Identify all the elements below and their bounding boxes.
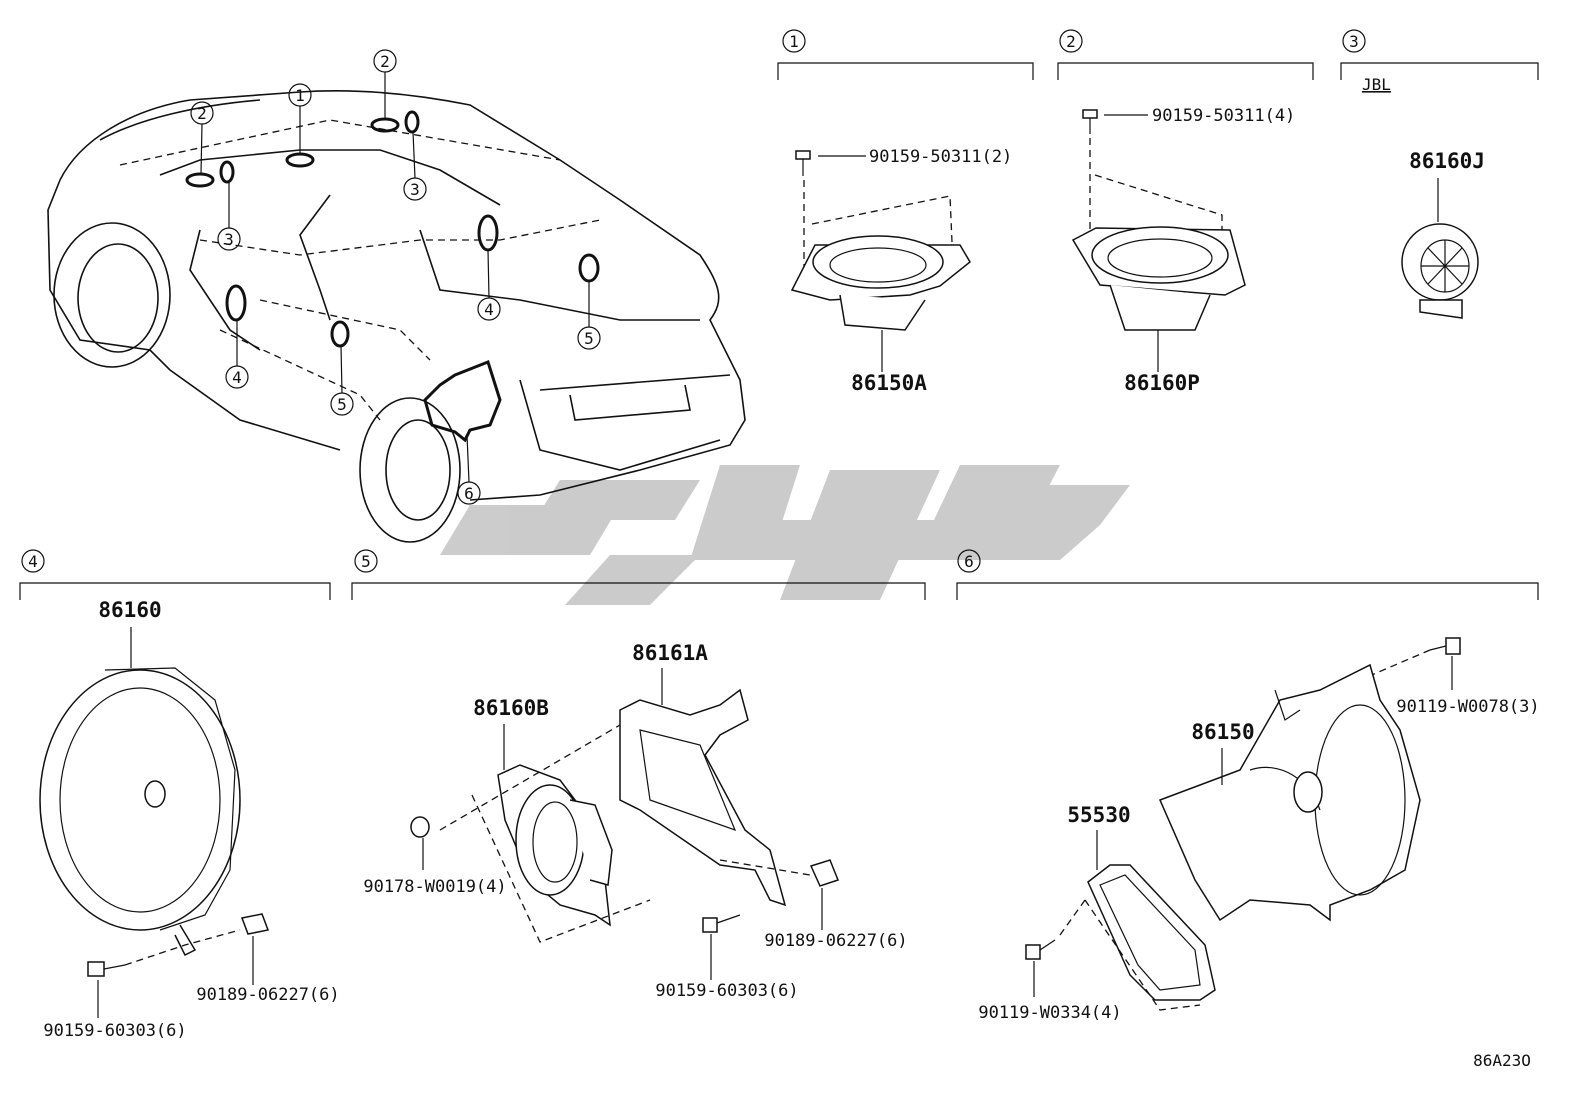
callout-4-car-b: 4 [232, 368, 242, 387]
part-86160P: 86160P [1124, 371, 1200, 395]
section-2: 2 90159-50311(4) 86160P [1057, 29, 1314, 395]
section-3: 3 JBL 86160J [1340, 29, 1539, 319]
section-5: 5 86160B 86161A 90178-W0019(4) 90159-603… [351, 549, 926, 1001]
s2-screw-label: 90159-50311(4) [1152, 106, 1295, 126]
s4-clip-label: 90189-06227(6) [196, 985, 339, 1005]
callout-4-car-a: 4 [484, 300, 494, 319]
s1-screw-label: 90159-50311(2) [869, 147, 1012, 167]
part-86161A: 86161A [632, 641, 708, 665]
s5-clip-label: 90189-06227(6) [764, 931, 907, 951]
section-5-callout: 5 [361, 552, 371, 571]
part-86160: 86160 [98, 598, 161, 622]
brand-label-jbl: JBL [1362, 75, 1391, 94]
part-86160J: 86160J [1409, 149, 1485, 173]
car-callouts: 1 2 2 3 3 4 4 5 5 6 [190, 49, 601, 505]
section-6-callout: 6 [964, 552, 974, 571]
callout-5-car-a: 5 [584, 329, 594, 348]
figure-code: 86A23O [1473, 1051, 1531, 1070]
section-4-callout: 4 [28, 552, 38, 571]
callout-5-car-b: 5 [337, 395, 347, 414]
s5-nut-label: 90178-W0019(4) [363, 877, 506, 897]
callout-3-car-b: 3 [410, 180, 420, 199]
vehicle-illustration [47, 72, 746, 543]
section-4: 4 86160 90159-60303(6) 90189-06227(6) [19, 549, 340, 1041]
callout-1-car: 1 [295, 86, 305, 105]
section-1: 1 90159-50311(2) 86150A [777, 29, 1034, 395]
section-2-callout: 2 [1066, 32, 1076, 51]
part-86150A: 86150A [851, 371, 927, 395]
callout-2-car-b: 2 [197, 104, 207, 123]
part-55530: 55530 [1067, 803, 1130, 827]
callout-3-car-a: 3 [224, 230, 234, 249]
watermark-logo [440, 465, 1130, 605]
part-86150: 86150 [1191, 720, 1254, 744]
s4-screw-label: 90159-60303(6) [43, 1021, 186, 1041]
section-1-callout: 1 [789, 32, 799, 51]
section-3-callout: 3 [1349, 32, 1359, 51]
s6-bolt-top-label: 90119-W0078(3) [1396, 697, 1539, 717]
part-86160B: 86160B [473, 696, 549, 720]
callout-6-car: 6 [464, 484, 474, 503]
section-6: 6 90119-W0078(3) 86150 55530 90119-W0334… [956, 549, 1540, 1023]
callout-2-car-a: 2 [380, 52, 390, 71]
s5-screw-label: 90159-60303(6) [655, 981, 798, 1001]
s6-bolt-bottom-label: 90119-W0334(4) [978, 1003, 1121, 1023]
